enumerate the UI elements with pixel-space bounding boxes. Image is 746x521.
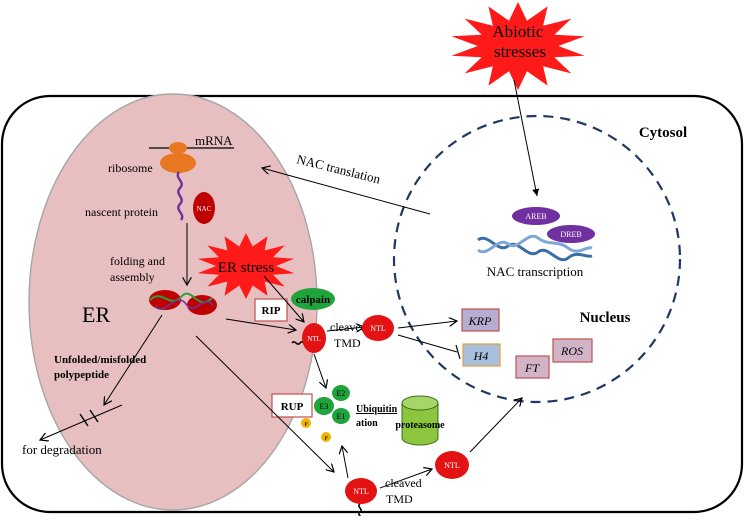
areb-label: AREB xyxy=(525,212,546,221)
ros-box xyxy=(552,338,593,363)
abiotic-stress-burst xyxy=(451,2,585,90)
calpain xyxy=(291,288,335,310)
er-stress-to-ntl-arrow xyxy=(263,275,304,322)
ntl-membrane-upper xyxy=(302,323,326,353)
ntl-membrane-lower-label: NTL xyxy=(353,487,369,496)
phosphate-1 xyxy=(301,418,311,428)
cleaved-label-lower: cleaved xyxy=(385,476,422,490)
ubiquitination-label-line2: ation xyxy=(356,418,378,429)
tmd-label-lower: TMD xyxy=(386,492,413,506)
ntl-to-ubiquitin-arrow xyxy=(313,353,326,388)
proteasome xyxy=(401,395,439,446)
ntl-membrane-upper-label: NTL xyxy=(307,335,321,343)
abiotic-stresses-label: Abiotic stresses xyxy=(492,22,547,61)
ros-label: ROS xyxy=(560,344,583,358)
ntl-cleaved-upper xyxy=(362,315,394,341)
cleavage-arrow-upper xyxy=(326,327,364,331)
nac-protein-label: NAC xyxy=(197,205,212,213)
er-label: ER xyxy=(82,302,110,327)
unfolded-arrow xyxy=(104,314,163,405)
cleaved-label-upper: cleaved xyxy=(330,320,367,334)
tmd-label-upper: TMD xyxy=(334,336,361,350)
ntl-cleaved-upper-label: NTL xyxy=(370,324,386,333)
e1-enzyme xyxy=(332,408,350,424)
folded-chain-purple xyxy=(154,299,215,310)
rup-box xyxy=(271,393,313,418)
phosphate-2 xyxy=(321,432,331,442)
folding-label-line2: assembly xyxy=(110,270,155,284)
nascent-protein-label: nascent protein xyxy=(85,205,158,219)
rup-label: RUP xyxy=(281,401,304,413)
ft-label: FT xyxy=(524,361,540,375)
ntl-to-krp-arrow xyxy=(397,321,457,329)
phosphate-2-label: P xyxy=(324,436,328,442)
ribosome-large-subunit xyxy=(160,153,196,173)
er-stress-label: ER stress xyxy=(218,260,274,276)
ribosome-small-subunit xyxy=(169,142,187,154)
folded-to-lower-ntl-arrow xyxy=(195,335,334,472)
proteasome-label: proteasome xyxy=(395,420,445,431)
for-degradation-label: for degradation xyxy=(22,442,102,457)
h4-label: H4 xyxy=(473,349,489,363)
degradation-tick-2 xyxy=(89,409,99,423)
e3-enzyme xyxy=(314,397,334,415)
ntl-cleaved-lower xyxy=(435,451,469,479)
cleavage-arrow-lower xyxy=(379,469,432,489)
lower-ntl-to-nucleus-arrow xyxy=(469,398,522,453)
ntl-to-h4-inhibition xyxy=(397,334,458,353)
krp-gene-box xyxy=(461,308,500,332)
e2-label: E2 xyxy=(337,389,346,398)
nac-transcription-label: NAC transcription xyxy=(487,264,584,279)
nac-translation-arrow xyxy=(262,168,431,215)
ubiquitination-label-line1: Ubiquitin xyxy=(356,404,398,415)
e2-enzyme xyxy=(332,385,350,401)
lower-ntl-to-ubiquitin-arrow xyxy=(342,446,349,479)
nucleus-boundary xyxy=(392,114,682,404)
folded-chain-green xyxy=(149,292,213,304)
dreb-factor xyxy=(547,225,595,243)
h4-inhibition-bar xyxy=(455,344,461,360)
ntl-membrane-lower xyxy=(345,478,377,504)
unfolded-label-line1: Unfolded/misfolded xyxy=(54,354,146,366)
ntl-cleaved-lower-label: NTL xyxy=(444,461,460,470)
dna-helix xyxy=(477,234,593,262)
degradation-arrow xyxy=(40,404,123,440)
rip-label: RIP xyxy=(262,305,281,317)
calpain-label: calpain xyxy=(296,294,330,306)
degradation-tick-1 xyxy=(79,413,89,427)
unfolded-label-line2: polypeptide xyxy=(54,369,109,381)
nucleus-label: Nucleus xyxy=(580,310,631,326)
mrna-label: mRNA xyxy=(195,133,233,148)
nascent-protein-chain xyxy=(176,171,184,221)
nac-protein xyxy=(193,192,215,224)
abiotic-to-nucleus-arrow xyxy=(513,79,540,197)
areb-factor xyxy=(512,207,560,225)
rip-box xyxy=(254,298,288,322)
phosphate-1-label: P xyxy=(304,422,308,428)
e3-label: E3 xyxy=(320,402,329,411)
ribosome-label: ribosome xyxy=(108,161,153,175)
h4-gene-box xyxy=(462,343,501,367)
folded-protein-left xyxy=(149,290,181,310)
folding-label-line1: folding and xyxy=(110,254,165,268)
ft-gene-box xyxy=(515,355,550,379)
dreb-label: DREB xyxy=(560,230,581,239)
krp-label: KRP xyxy=(468,314,492,328)
e1-label: E1 xyxy=(337,412,346,421)
folded-to-ntl-arrow xyxy=(225,318,296,330)
cytosol-label: Cytosol xyxy=(639,125,687,141)
